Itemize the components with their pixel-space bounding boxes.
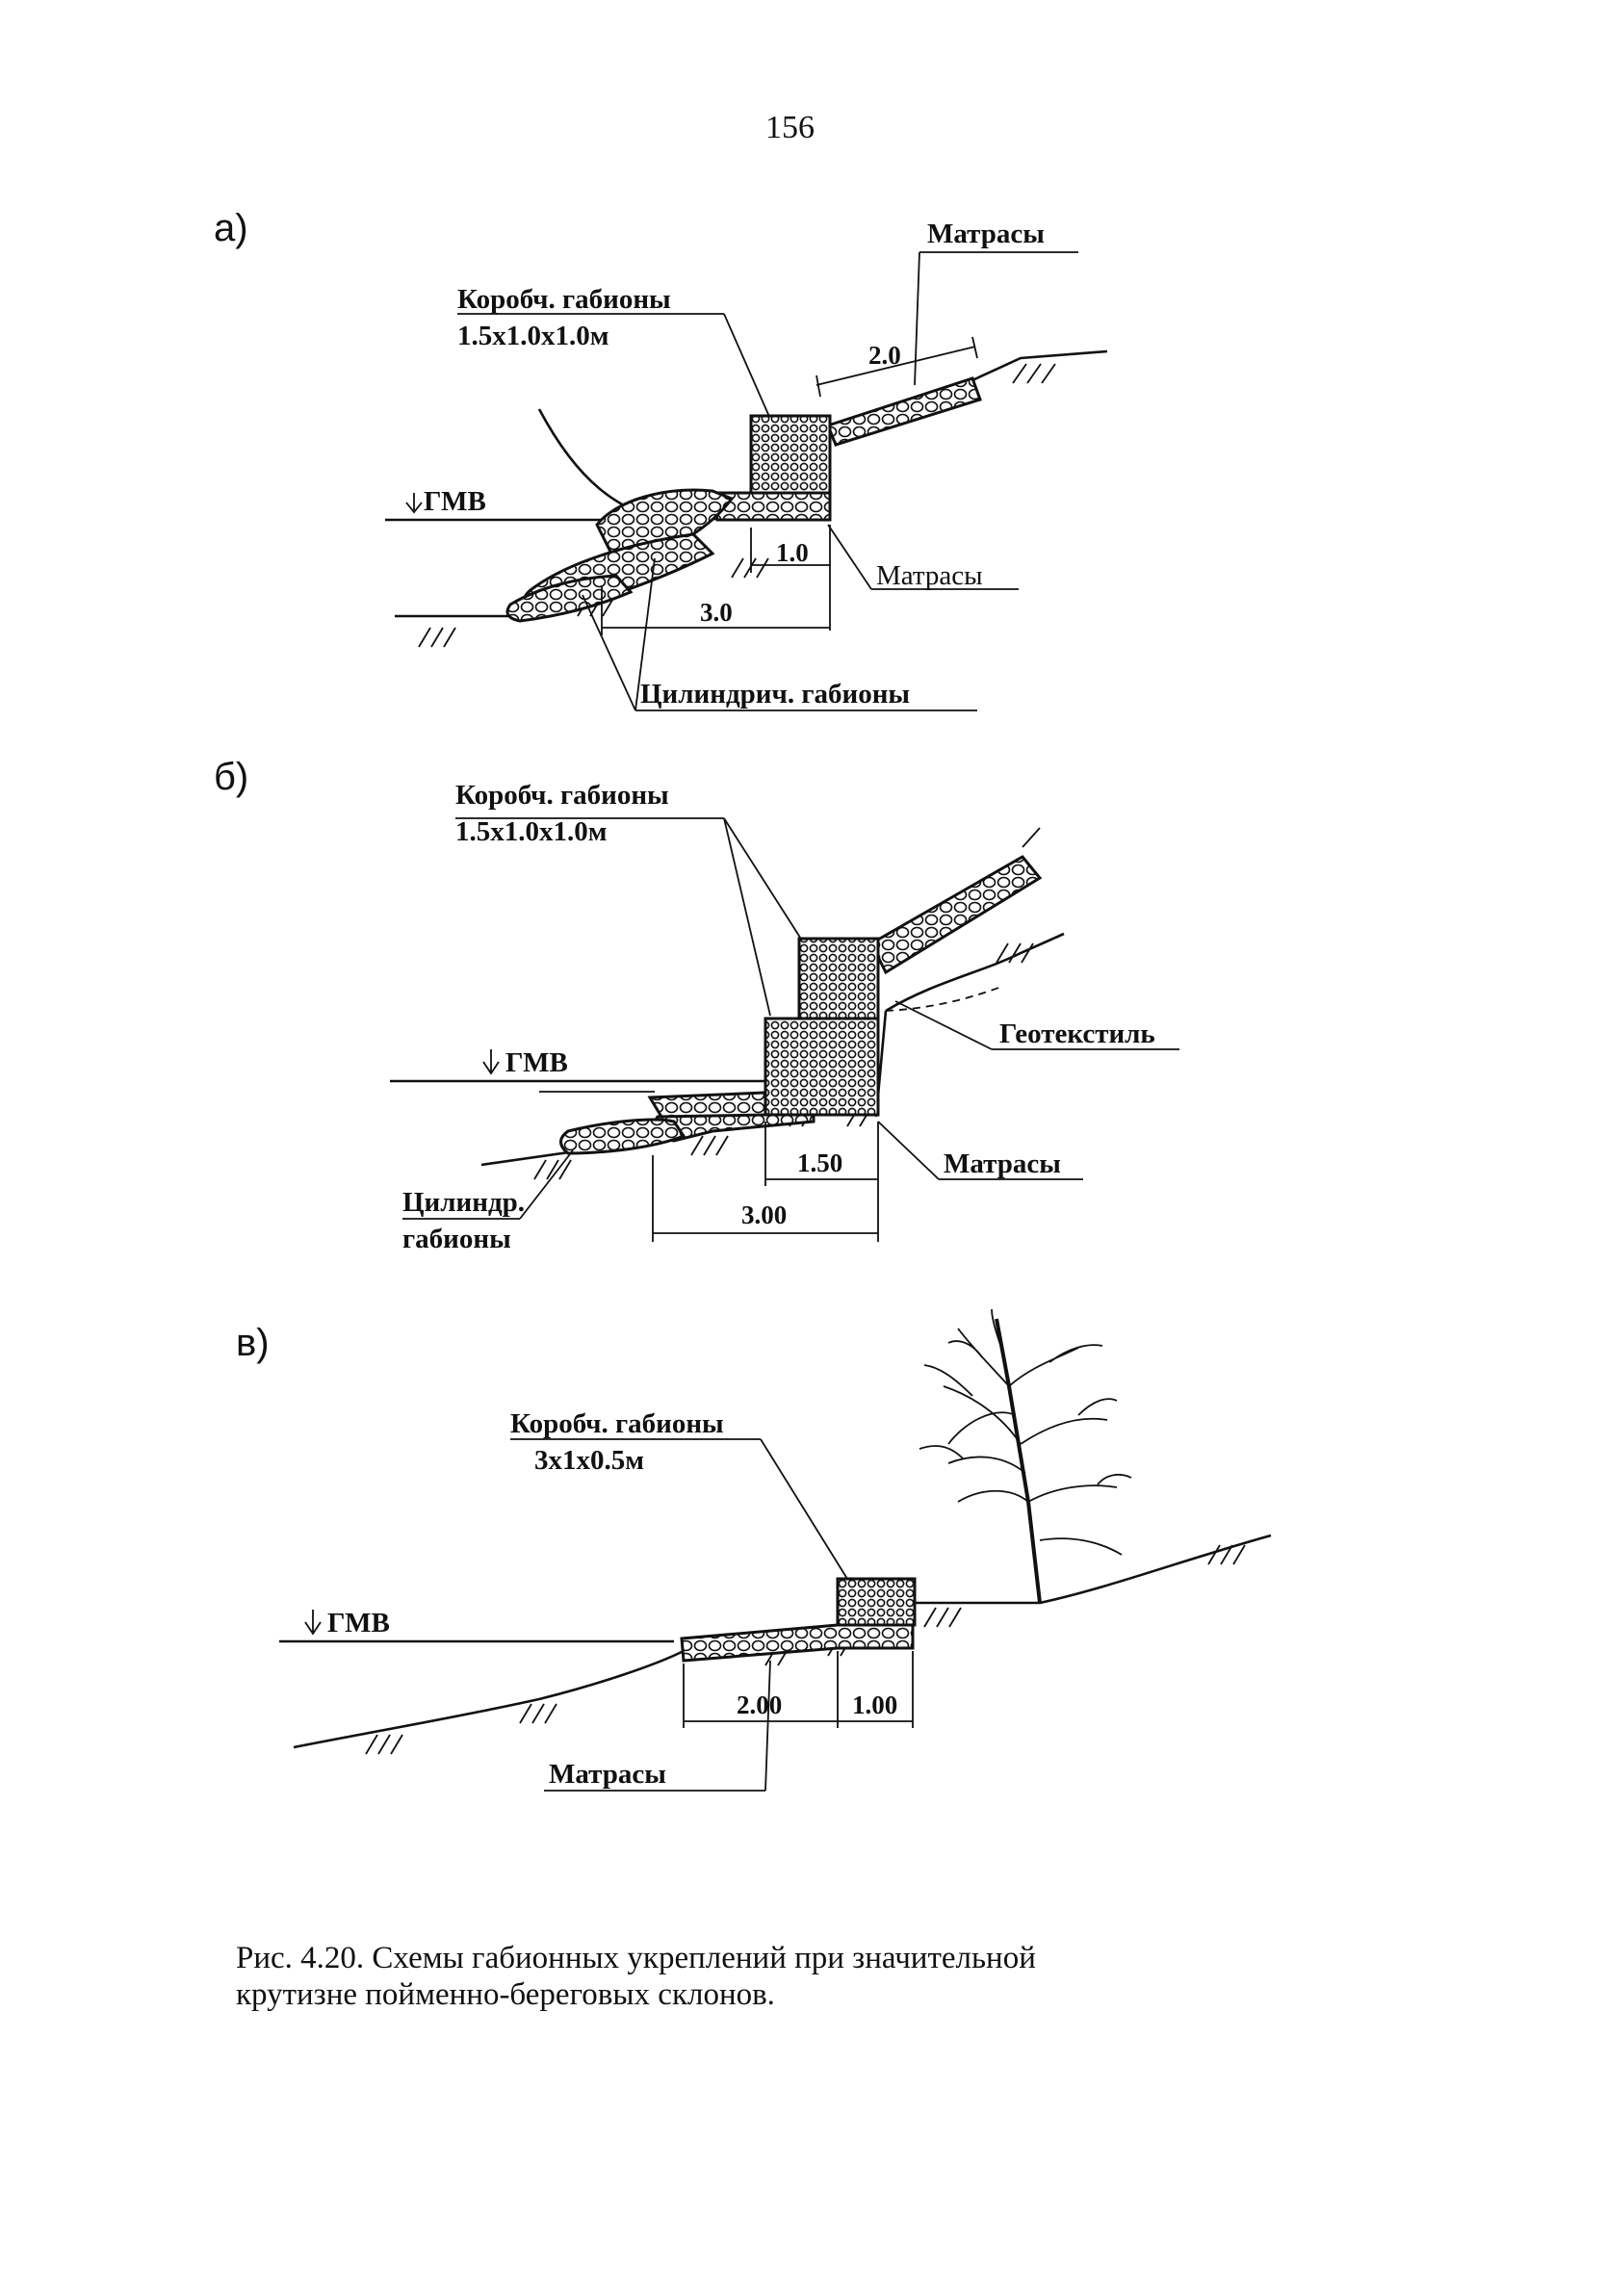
- panel-a-label: а): [214, 207, 248, 249]
- figure-caption: Рис. 4.20. Схемы габионных укреплений пр…: [236, 1940, 1333, 2013]
- cylindrical-label-1: Цилиндр.: [402, 1187, 525, 1218]
- box-gabions-label: Коробч. габионы: [455, 780, 669, 811]
- dim-box: 1.50: [797, 1148, 842, 1177]
- dimension-1-50: 1.50: [764, 1122, 879, 1242]
- geotextile-line: [885, 986, 1002, 1012]
- box-gabions-label: Коробч. габионы: [510, 1408, 724, 1439]
- box-size-label: 1.5x1.0x1.0м: [457, 321, 609, 351]
- panel-v: в) Коробч. габионы 3x1x0.5м: [236, 1308, 1272, 1792]
- box-gabion-upper: [797, 937, 880, 1022]
- mattress-upper: [826, 376, 982, 447]
- ground-top-line: [971, 349, 1108, 382]
- page-number: 156: [765, 110, 815, 145]
- leader-line: [723, 817, 805, 944]
- dimension-3-0: 3.0: [601, 585, 830, 635]
- water-level-label: ГМВ: [505, 1047, 568, 1078]
- leader-line: [764, 1660, 771, 1792]
- box-gabion: [836, 1577, 917, 1627]
- box-size-label: 3x1x0.5м: [534, 1445, 644, 1476]
- leader-line: [894, 1000, 993, 1050]
- water-level-label: ГМВ: [424, 486, 486, 517]
- water-level-arrow: [482, 1049, 500, 1075]
- box-size-label: 1.5x1.0x1.0м: [455, 816, 608, 847]
- water-level-arrow: [405, 493, 423, 514]
- dim-box: 1.00: [852, 1690, 897, 1719]
- leader-line: [634, 557, 656, 711]
- panel-a: а) Матрасы Коробч. габионы 1.5x1.0x1.0м: [214, 207, 1108, 711]
- leader-line: [519, 1149, 574, 1220]
- dimension-2-00: 2.00: [683, 1651, 839, 1728]
- water-level-arrow: [304, 1610, 322, 1636]
- leader-line: [760, 1438, 848, 1580]
- mattress-label: Матрасы: [944, 1148, 1061, 1179]
- box-gabions-label: Коробч. габионы: [457, 284, 671, 315]
- leader-line: [582, 594, 636, 711]
- panel-v-label: в): [236, 1322, 270, 1364]
- geotextile-label: Геотекстиль: [999, 1019, 1155, 1049]
- dim-mattress: 2.00: [737, 1690, 782, 1719]
- leader-line: [723, 817, 771, 1017]
- caption-line-1: Рис. 4.20. Схемы габионных укреплений пр…: [236, 1941, 1036, 1975]
- river-bed-line: [293, 1649, 685, 1749]
- leader-line: [914, 251, 920, 386]
- mattress: [680, 1623, 915, 1663]
- mattress-end: [1022, 827, 1041, 848]
- cylindrical-gabions: [559, 1118, 686, 1155]
- slope-line: [885, 932, 1065, 1013]
- water-level-label: ГМВ: [327, 1608, 390, 1638]
- dim-box: 1.0: [776, 538, 809, 567]
- cylindrical-label-2: габионы: [402, 1224, 511, 1254]
- bank-line: [915, 1534, 1272, 1605]
- cylindrical-gabions: [505, 488, 735, 623]
- dimension-1-00: 1.00: [838, 1651, 914, 1728]
- panel-b: б) Коробч. габионы 1.5x1.0x1.0м: [214, 756, 1179, 1254]
- tree-drawing: [919, 1308, 1132, 1604]
- dimension-2-0: 2.0: [815, 336, 978, 398]
- mattress-label: Матрасы: [549, 1759, 666, 1790]
- dim-mattress: 2.0: [868, 341, 901, 370]
- box-gabion-lower: [764, 1017, 880, 1117]
- mattress-bottom-label: Матрасы: [876, 560, 983, 591]
- panel-b-label: б): [214, 756, 248, 798]
- dim-total: 3.00: [741, 1200, 787, 1229]
- mattress-top-label: Матрасы: [927, 219, 1045, 249]
- caption-line-2: крутизне пойменно-береговых склонов.: [236, 1977, 775, 2012]
- leader-line: [723, 313, 771, 420]
- mattress-upper: [869, 855, 1043, 975]
- leader-line: [877, 1121, 940, 1180]
- dim-total: 3.0: [700, 598, 733, 627]
- dimension-3-00: 3.00: [652, 1155, 878, 1242]
- dimension-1-0: 1.0: [750, 525, 831, 631]
- leader-line: [827, 524, 872, 590]
- cylindrical-label: Цилиндрич. габионы: [640, 679, 910, 709]
